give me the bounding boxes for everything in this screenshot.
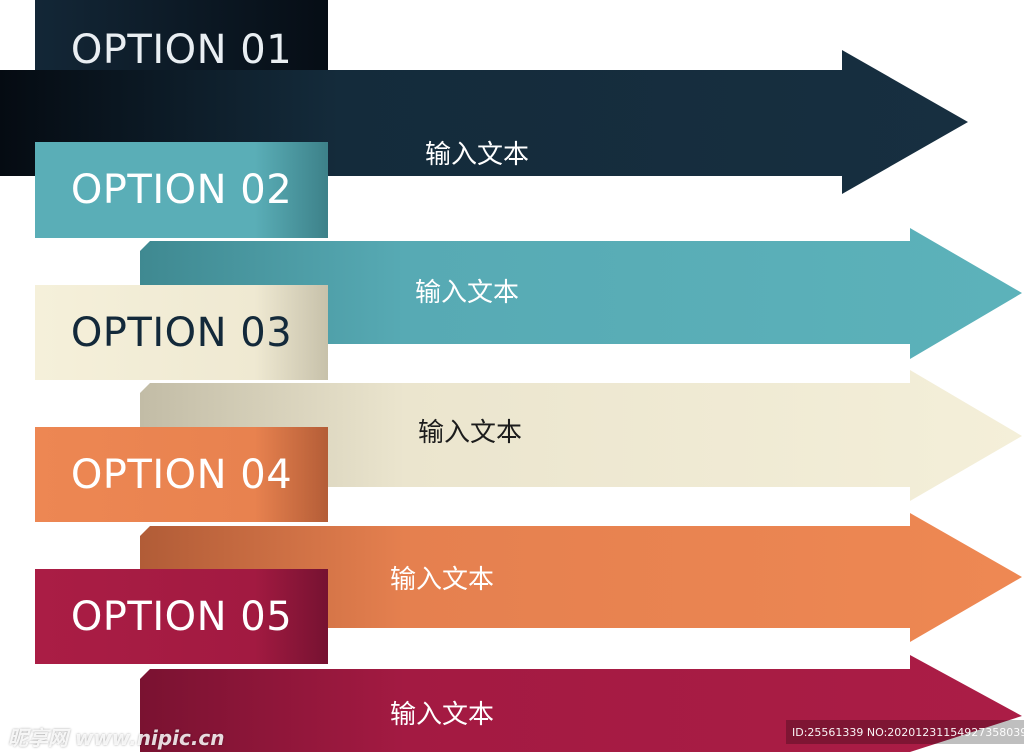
option-03-title-text: OPTION 03 [70,310,293,356]
option-04-title: OPTION 04 [35,427,328,523]
option-01-title: OPTION 01 [35,2,328,98]
tab-05 [35,569,328,664]
option-03-title: OPTION 03 [35,285,328,381]
option-04-text: 输入文本 [390,565,495,595]
arrow-02 [140,228,1022,359]
arrow-04 [140,513,1022,642]
option-02-text: 输入文本 [415,278,520,308]
option-04-title-text: OPTION 04 [70,452,293,498]
watermark-id: ID:25561339 NO:20201231154927358039 [792,726,1024,739]
watermark-site: 昵享网 www.nipic.cn [8,726,225,750]
option-05-title: OPTION 05 [35,569,328,665]
arrow-03 [140,370,1022,501]
tab-04 [35,427,328,522]
option-01-title-text: OPTION 01 [70,27,293,73]
arrow-05 [140,655,1022,752]
option-05-title-text: OPTION 05 [70,594,293,640]
tab-01 [35,0,328,70]
tab-02 [35,142,328,238]
option-02-title: OPTION 02 [35,142,328,238]
option-05-text: 输入文本 [390,700,495,730]
option-02-title-text: OPTION 02 [70,167,293,213]
option-03-text: 输入文本 [418,418,523,448]
option-01-text: 输入文本 [425,140,530,170]
watermark-bar [786,720,1024,744]
tab-03 [35,285,328,380]
